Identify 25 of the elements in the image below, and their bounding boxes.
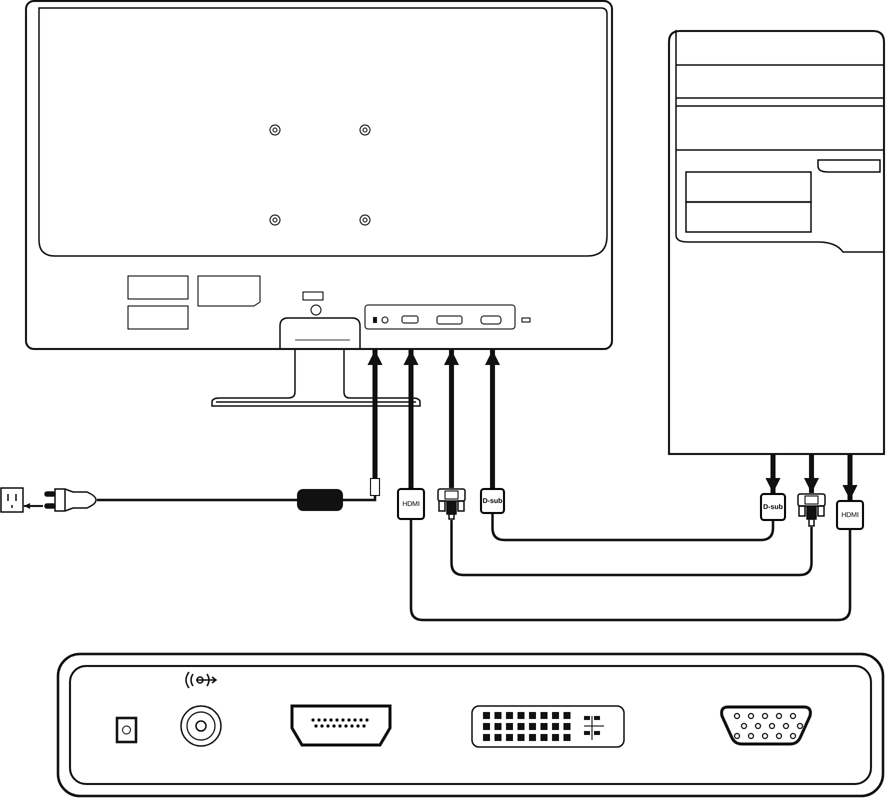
power-adapter — [297, 489, 343, 511]
arrow — [766, 455, 780, 493]
dvi-connector — [797, 493, 826, 527]
cable-line — [410, 520, 852, 622]
cable-line — [97, 498, 297, 502]
arrow — [842, 455, 858, 500]
arrow — [24, 503, 43, 509]
power-plug-icon — [43, 486, 97, 514]
dsub-connector — [480, 488, 505, 514]
cable-line — [491, 514, 774, 542]
computer-tower-drawing — [668, 30, 885, 455]
hdmi-connector — [836, 500, 864, 530]
cable-line — [343, 496, 376, 502]
arrow — [368, 350, 382, 478]
arrow — [804, 455, 819, 493]
monitor-drawing — [25, 0, 613, 350]
dsub-connector — [760, 493, 786, 521]
hdmi-connector — [397, 488, 425, 520]
cable-line — [450, 520, 813, 576]
arrow — [404, 350, 418, 488]
power-jack-connector — [370, 478, 380, 496]
dvi-connector — [437, 488, 466, 520]
arrow — [444, 350, 459, 488]
arrow — [485, 350, 500, 488]
power-outlet-icon — [0, 487, 24, 513]
